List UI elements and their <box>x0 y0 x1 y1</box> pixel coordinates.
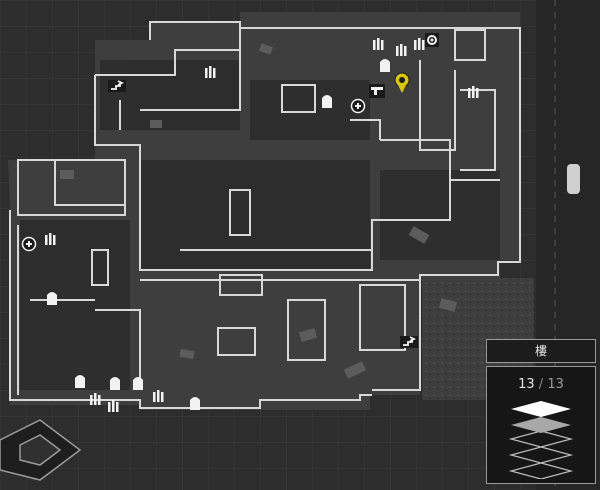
floor-separator: / <box>538 377 544 392</box>
floor-indicator: 13 / 13 <box>487 377 595 392</box>
stairs-icon[interactable] <box>108 80 126 92</box>
floor-selector[interactable]: 13 / 13 <box>486 366 596 484</box>
ammo-icon[interactable] <box>108 400 119 412</box>
floor-layer-4[interactable] <box>508 446 574 464</box>
floor-stack-icon[interactable] <box>501 397 581 479</box>
tower-southwest <box>0 419 82 481</box>
ammo-icon[interactable] <box>414 38 425 50</box>
current-floor: 13 <box>518 377 535 392</box>
total-floors: 13 <box>547 377 564 392</box>
ammo-icon[interactable] <box>396 44 407 56</box>
rubble-texture <box>20 60 500 390</box>
floor-layer-3[interactable] <box>508 430 574 448</box>
ammo-icon[interactable] <box>45 233 56 245</box>
floor-layer-1-active[interactable] <box>511 401 571 417</box>
armor-icon[interactable] <box>47 59 390 410</box>
stairs-icon[interactable] <box>400 336 418 348</box>
medkit-icon[interactable] <box>350 98 366 114</box>
car <box>567 164 580 194</box>
medkit-icon[interactable] <box>21 236 37 252</box>
floor-panel-title: 樓 <box>486 339 596 363</box>
floor-layer-5[interactable] <box>508 462 574 479</box>
ammo-icon[interactable] <box>90 393 101 405</box>
map-markers <box>21 33 479 412</box>
building-walls <box>9 21 521 409</box>
gear-icon[interactable] <box>425 33 439 47</box>
ammo-icon[interactable] <box>468 86 479 98</box>
ammo-icon[interactable] <box>373 38 384 50</box>
pistol-icon[interactable] <box>369 84 385 98</box>
objective-pin-icon[interactable] <box>394 72 410 93</box>
ammo-icon[interactable] <box>205 66 216 78</box>
debris <box>60 43 458 379</box>
floor-layer-2[interactable] <box>511 417 571 433</box>
ammo-icon[interactable] <box>153 390 164 402</box>
